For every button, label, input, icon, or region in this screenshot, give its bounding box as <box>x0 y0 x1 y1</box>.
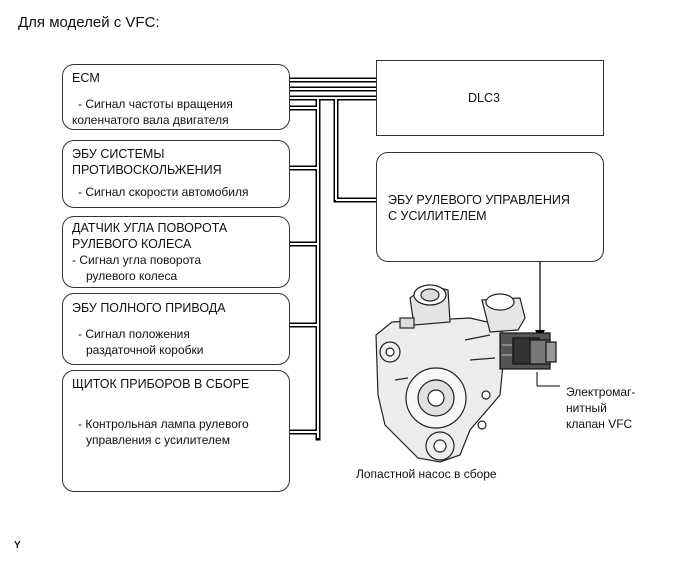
page-heading: Для моделей с VFC: <box>18 14 160 31</box>
vfc-valve-label-line3: клапан VFC <box>566 417 633 431</box>
vfc-valve-label-line1: Электромаг- <box>566 385 636 399</box>
awd-ecu-signal-line2: раздаточной коробки <box>86 343 204 357</box>
awd-ecu-signal-line1: - Сигнал положения <box>78 327 190 341</box>
awd-ecu-box <box>62 293 290 365</box>
steering-angle-sensor-box <box>62 216 290 288</box>
ecm-box <box>62 64 290 130</box>
dlc3-title: DLC3 <box>468 91 500 105</box>
ecm-signal-line1: - Сигнал частоты вращения <box>78 97 233 111</box>
dlc3-box <box>376 60 604 136</box>
cluster-title: ЩИТОК ПРИБОРОВ В СБОРЕ <box>72 377 250 391</box>
power-steering-ecu-box <box>376 152 604 262</box>
cluster-signal-line1: - Контрольная лампа рулевого <box>78 417 249 431</box>
instrument-cluster-box <box>62 370 290 492</box>
abs-ecu-box <box>62 140 290 208</box>
abs-ecu-signal: - Сигнал скорости автомобиля <box>78 185 249 199</box>
vfc-solenoid-valve <box>499 332 557 370</box>
vfc-valve-label-line2: нитный <box>566 401 607 415</box>
corner-mark: Y <box>14 540 21 551</box>
eps-ecu-title-line2: С УСИЛИТЕЛЕМ <box>388 209 487 223</box>
steering-sensor-title-line2: РУЛЕВОГО КОЛЕСА <box>72 237 192 251</box>
steering-sensor-title-line1: ДАТЧИК УГЛА ПОВОРОТА <box>72 221 228 235</box>
steering-sensor-signal-line1: - Сигнал угла поворота <box>72 253 202 267</box>
abs-ecu-title-line1: ЭБУ СИСТЕМЫ <box>72 147 165 161</box>
vane-pump-illustration <box>375 284 526 463</box>
eps-ecu-title-line1: ЭБУ РУЛЕВОГО УПРАВЛЕНИЯ <box>388 193 570 207</box>
ecm-title: ECM <box>72 71 100 85</box>
abs-ecu-title-line2: ПРОТИВОСКОЛЬЖЕНИЯ <box>72 163 222 177</box>
cluster-signal-line2: управления с усилителем <box>86 433 230 447</box>
ecm-signal-line2: коленчатого вала двигателя <box>72 113 229 127</box>
steering-sensor-signal-line2: рулевого колеса <box>86 269 178 283</box>
vane-pump-label: Лопастной насос в сборе <box>356 467 497 481</box>
awd-ecu-title: ЭБУ ПОЛНОГО ПРИВОДА <box>72 301 226 315</box>
